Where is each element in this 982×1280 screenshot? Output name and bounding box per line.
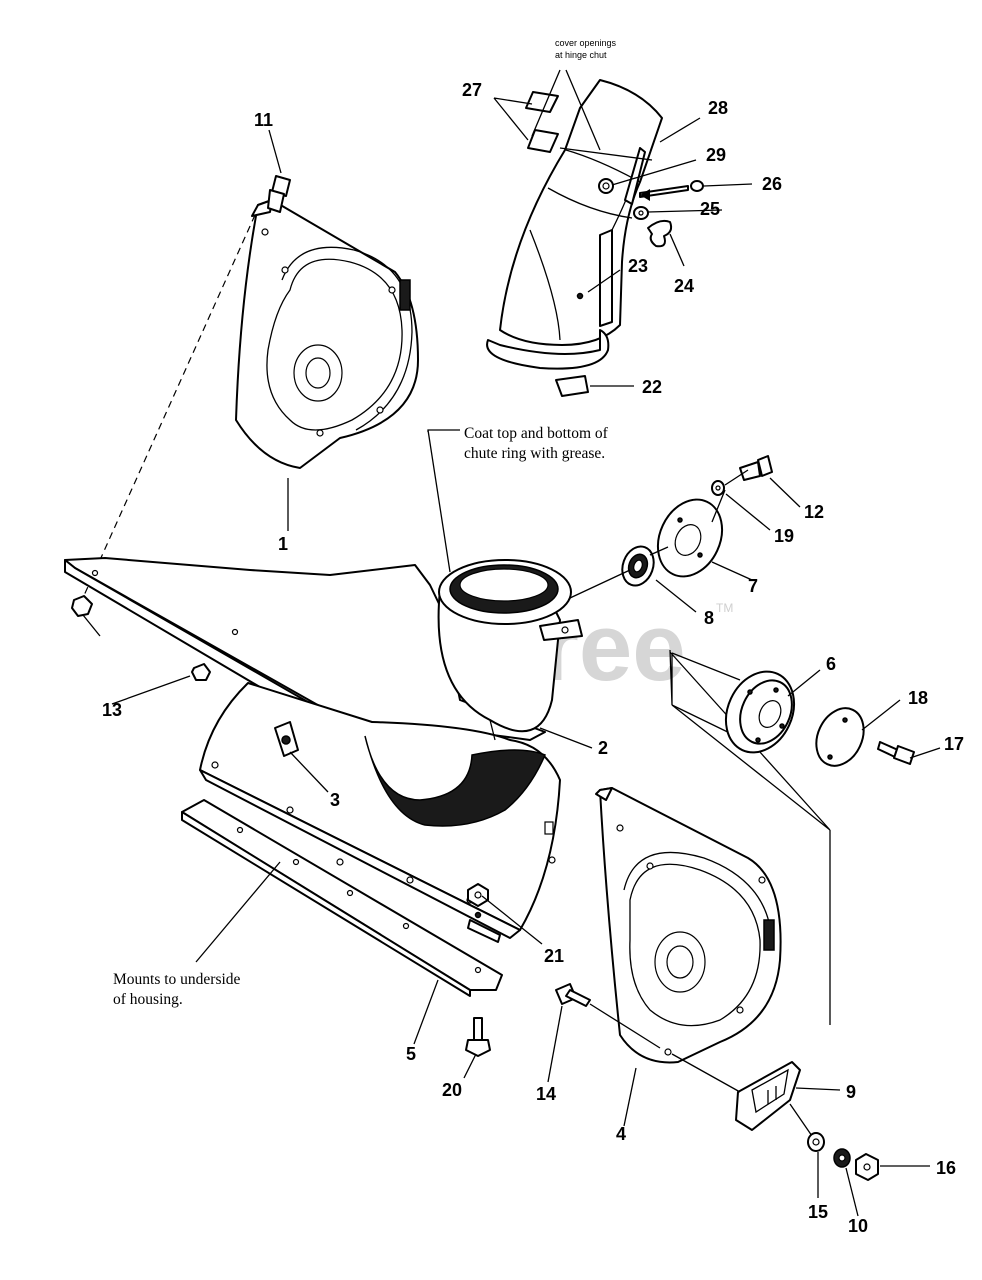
leader-lines xyxy=(82,69,941,1217)
callout-21: 21 xyxy=(544,946,564,966)
part-18-cover-plate[interactable] xyxy=(807,701,872,774)
part-17-bolt[interactable] xyxy=(877,741,915,765)
part-7-flange-plate[interactable] xyxy=(646,489,734,587)
part-6-bearing-housing[interactable] xyxy=(713,660,807,763)
note-cover-openings-line2: at hinge chut xyxy=(555,50,607,60)
callout-22: 22 xyxy=(642,377,662,397)
callout-8: 8 xyxy=(704,608,714,628)
part-9-clip[interactable] xyxy=(735,1061,801,1131)
callout-5: 5 xyxy=(406,1044,416,1064)
callout-2: 2 xyxy=(598,738,608,758)
part-10-lock-washer[interactable] xyxy=(833,1148,851,1168)
part-25-washer[interactable] xyxy=(633,206,649,220)
callout-17: 17 xyxy=(944,734,964,754)
part-29-nut[interactable] xyxy=(598,178,614,194)
part-27-cover[interactable] xyxy=(525,91,559,153)
note-mounts-line2: of housing. xyxy=(113,991,183,1008)
part-2-housing[interactable] xyxy=(64,557,583,943)
part-3-bracket[interactable] xyxy=(274,721,299,757)
part-12-bolt[interactable] xyxy=(739,455,773,481)
part-16-nut[interactable] xyxy=(855,1153,879,1181)
callout-19: 19 xyxy=(774,526,794,546)
callout-20: 20 xyxy=(442,1080,462,1100)
callout-23: 23 xyxy=(628,256,648,276)
part-8-bearing[interactable] xyxy=(617,542,659,590)
callout-7: 7 xyxy=(748,576,758,596)
part-13-nut[interactable] xyxy=(71,595,211,681)
callout-27: 27 xyxy=(462,80,482,100)
part-20-bolt[interactable] xyxy=(465,1017,491,1057)
callout-12: 12 xyxy=(804,502,824,522)
part-11-bolt[interactable] xyxy=(267,175,291,213)
note-grease-line2: chute ring with grease. xyxy=(464,445,605,462)
callout-9: 9 xyxy=(846,1082,856,1102)
callout-11: 11 xyxy=(254,110,273,130)
part-14-bolt[interactable] xyxy=(555,983,591,1007)
callout-4: 4 xyxy=(616,1124,626,1144)
part-4-right-side-plate[interactable] xyxy=(595,787,782,1064)
note-mounts-line1: Mounts to underside xyxy=(113,971,241,988)
callout-10: 10 xyxy=(848,1216,868,1236)
watermark-tm: TM xyxy=(716,601,733,615)
callout-1: 1 xyxy=(278,534,288,554)
callout-29: 29 xyxy=(706,145,726,165)
callout-15: 15 xyxy=(808,1202,828,1222)
part-1-left-side-plate[interactable] xyxy=(235,199,419,469)
note-grease-line1: Coat top and bottom of xyxy=(464,425,609,442)
part-26-bolt[interactable] xyxy=(639,180,704,201)
callout-3: 3 xyxy=(330,790,340,810)
note-cover-openings-line1: cover openings xyxy=(555,38,617,48)
part-28-discharge-chute[interactable] xyxy=(486,79,663,370)
part-24-knob[interactable] xyxy=(647,219,673,248)
part-19-washer[interactable] xyxy=(711,480,725,496)
callout-25: 25 xyxy=(700,199,720,219)
callout-16: 16 xyxy=(936,1158,956,1178)
callout-6: 6 xyxy=(826,654,836,674)
part-23-screw[interactable] xyxy=(576,292,584,300)
part-22-pad[interactable] xyxy=(555,375,589,397)
part-5-scraper-bar[interactable] xyxy=(181,799,503,997)
callout-26: 26 xyxy=(762,174,782,194)
callout-28: 28 xyxy=(708,98,728,118)
callout-24: 24 xyxy=(674,276,694,296)
callout-14: 14 xyxy=(536,1084,556,1104)
callout-13: 13 xyxy=(102,700,122,720)
callout-18: 18 xyxy=(908,688,928,708)
part-15-washer[interactable] xyxy=(807,1132,825,1152)
